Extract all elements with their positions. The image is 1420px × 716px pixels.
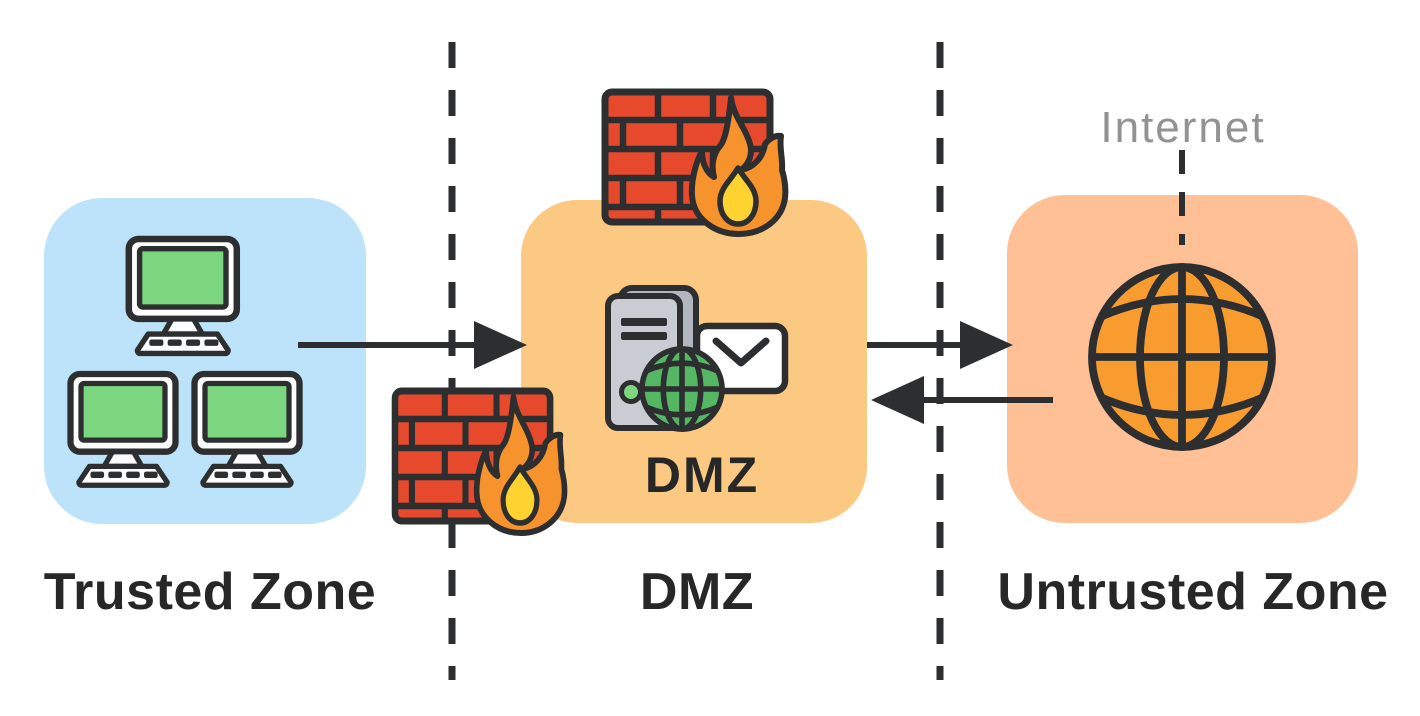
untrusted-zone-label: Untrusted Zone [997, 563, 1388, 621]
internet-label: Internet [1100, 103, 1265, 152]
computer-icon [129, 239, 237, 353]
dmz-zone-label: DMZ [640, 563, 754, 621]
trusted-zone-label: Trusted Zone [44, 563, 376, 621]
arrow-internet-to-dmz [871, 376, 1053, 424]
arrow-trusted-to-dmz [298, 321, 527, 369]
firewall-icon-trusted-boundary [395, 391, 565, 533]
dmz-inner-label: DMZ [645, 447, 759, 503]
arrowhead [960, 321, 1013, 369]
arrowhead [474, 321, 527, 369]
arrowhead [871, 376, 924, 424]
dmz-globe-icon [642, 349, 722, 429]
computer-icon [71, 374, 176, 485]
firewall-icon-dmz-top [605, 92, 785, 234]
arrow-dmz-to-internet [867, 321, 1013, 369]
internet-globe-icon [1092, 267, 1272, 447]
computer-icon [195, 374, 300, 485]
